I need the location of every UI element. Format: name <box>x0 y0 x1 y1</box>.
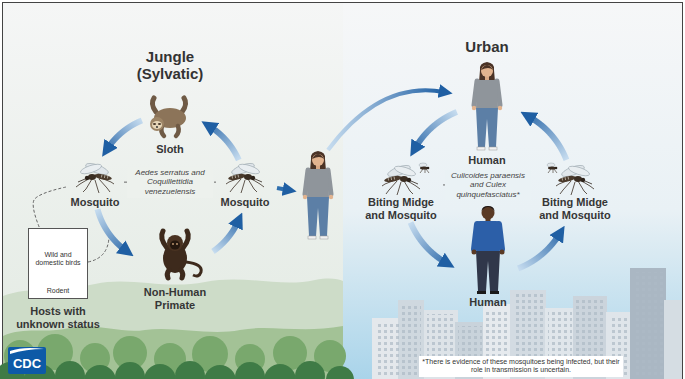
spill-arrow <box>277 188 288 190</box>
node-label: Human <box>460 296 516 309</box>
spill-arrow <box>328 90 444 150</box>
cycle-arrow <box>415 112 457 148</box>
human-figure <box>472 62 502 150</box>
species-label: Culicoides paraensis and Culex quinquefa… <box>445 170 531 201</box>
group-heading: Hosts with unknown status <box>14 305 102 331</box>
node-label: Biting Midge and Mosquito <box>535 196 615 222</box>
jungle-scenery <box>0 278 354 379</box>
human-figure <box>303 151 333 239</box>
vector-node: Mosquito <box>216 160 274 209</box>
cycle-arrow <box>518 234 559 268</box>
cycle-arrow <box>98 209 126 250</box>
host-label: Rodent <box>31 287 85 295</box>
host-animal: Non-Human Primate <box>137 236 213 312</box>
sloth-figure <box>150 98 186 136</box>
node-label: Mosquito <box>68 196 122 209</box>
cycle-arrow <box>213 222 238 252</box>
node-label: Mosquito <box>218 196 272 209</box>
host-label: Wild and domestic birds <box>31 251 85 268</box>
vector-node: Mosquito <box>66 160 124 209</box>
host-animal: Sloth <box>142 93 198 156</box>
species-label: Aedes serratus and Coquillettidia venezu… <box>127 167 213 198</box>
vector-node: Biting Midge and Mosquito <box>359 160 443 222</box>
primate-figure <box>162 231 202 278</box>
host-group: Wild and domestic birdsRodentHosts with … <box>12 228 104 332</box>
human-figure <box>472 206 505 294</box>
frame <box>3 3 683 379</box>
human-node: Human <box>457 60 517 167</box>
urban-sky <box>343 3 682 379</box>
panel-heading: Urban <box>447 38 527 55</box>
panel-heading: Jungle (Sylvatic) <box>122 48 218 83</box>
node-label: Non-Human Primate <box>139 286 211 312</box>
midge-figure <box>547 163 557 173</box>
mosquito-figure <box>76 161 114 193</box>
node-label: Biting Midge and Mosquito <box>361 196 441 222</box>
jungle-sky <box>3 3 343 379</box>
vector-node: Biting Midge and Mosquito <box>533 160 617 222</box>
cycle-arrow <box>411 222 446 262</box>
dashed-return <box>88 237 109 262</box>
mosquito-figure <box>556 163 594 195</box>
node-label: Human <box>459 154 515 167</box>
cdc-logo <box>8 347 46 374</box>
dashed-link <box>33 187 66 228</box>
footnote: *There is evidence of these mosquitoes b… <box>419 356 623 377</box>
cycle-arrow <box>529 117 566 160</box>
logo-text: CDC <box>8 357 46 371</box>
cycle-arrow <box>108 120 142 148</box>
city-skyline <box>372 268 682 379</box>
cycle-arrow <box>210 126 239 159</box>
mosquito-figure <box>382 163 420 195</box>
mosquito-figure <box>226 161 264 193</box>
node-label: Sloth <box>144 143 196 156</box>
midge-figure <box>419 163 429 173</box>
human-node: Human <box>458 206 518 309</box>
host-box: Wild and domestic birdsRodent <box>28 228 88 299</box>
